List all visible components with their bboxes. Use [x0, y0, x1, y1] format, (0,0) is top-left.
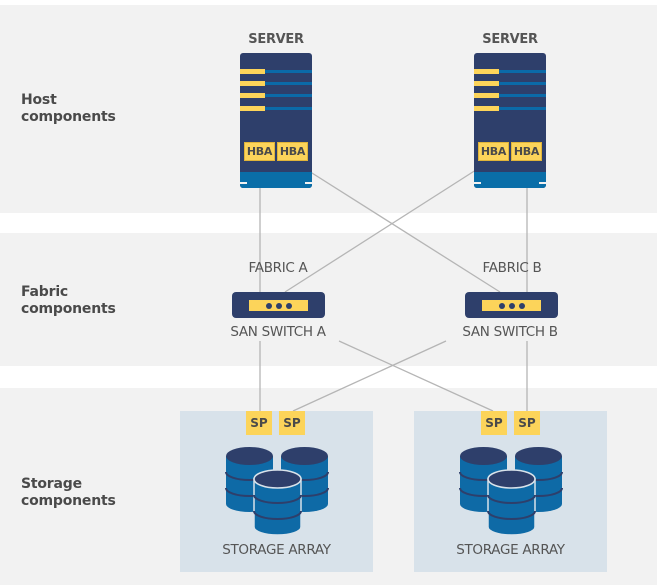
fabric-layer-label: Fabric components [21, 284, 116, 318]
server-1-hba-1: HBA [244, 142, 275, 161]
array-1-sp-1: SP [246, 411, 272, 435]
link-switchB-array1-sp2 [292, 340, 447, 412]
storage-array-1-label: STORAGE ARRAY [222, 542, 331, 558]
db-cylinder-front [253, 469, 302, 536]
server-2-drive-4 [474, 106, 546, 111]
server-2-label: SERVER [482, 32, 538, 47]
database-icon [459, 447, 563, 536]
storage-layer-label-line2: components [21, 493, 116, 509]
host-layer-label: Host components [21, 92, 116, 126]
server-2: HBA HBA [474, 53, 546, 188]
san-switch-b-ports [482, 300, 541, 311]
array-2-sp-1: SP [481, 411, 507, 435]
server-1: HBA HBA [240, 53, 312, 188]
san-switch-b [465, 292, 558, 318]
storage-layer-label-line1: Storage [21, 476, 82, 492]
storage-array-2-label: STORAGE ARRAY [456, 542, 565, 558]
san-switch-b-label: SAN SWITCH B [462, 324, 558, 340]
san-switch-a-label: SAN SWITCH A [230, 324, 326, 340]
server-1-drive-1 [240, 69, 312, 74]
link-server1-hba2-switchB [292, 160, 501, 293]
host-layer-band [0, 5, 657, 213]
server-1-hba-2: HBA [277, 142, 308, 161]
host-layer-label-line2: components [21, 109, 116, 125]
san-switch-a [232, 292, 325, 318]
fabric-b-label: FABRIC B [482, 260, 542, 276]
server-2-base [474, 172, 546, 188]
link-server2-hba1-switchA [284, 160, 491, 293]
storage-layer-label: Storage components [21, 476, 116, 510]
server-1-drive-3 [240, 93, 312, 98]
server-2-hba-1: HBA [478, 142, 509, 161]
san-switch-a-ports [249, 300, 308, 311]
server-1-drive-2 [240, 81, 312, 86]
server-2-hba-2: HBA [511, 142, 542, 161]
server-1-label: SERVER [248, 32, 304, 47]
array-1-sp-2: SP [279, 411, 305, 435]
server-2-drive-3 [474, 93, 546, 98]
server-1-base [240, 172, 312, 188]
db-cylinder-front [487, 469, 536, 536]
host-layer-label-line1: Host [21, 92, 57, 108]
database-icon [225, 447, 329, 536]
fabric-a-label: FABRIC A [248, 260, 308, 276]
server-2-drive-1 [474, 69, 546, 74]
array-2-sp-2: SP [514, 411, 540, 435]
server-1-drive-4 [240, 106, 312, 111]
link-switchA-array2-sp1 [338, 340, 494, 412]
fabric-layer-label-line2: components [21, 301, 116, 317]
fabric-layer-label-line1: Fabric [21, 284, 69, 300]
server-2-drive-2 [474, 81, 546, 86]
